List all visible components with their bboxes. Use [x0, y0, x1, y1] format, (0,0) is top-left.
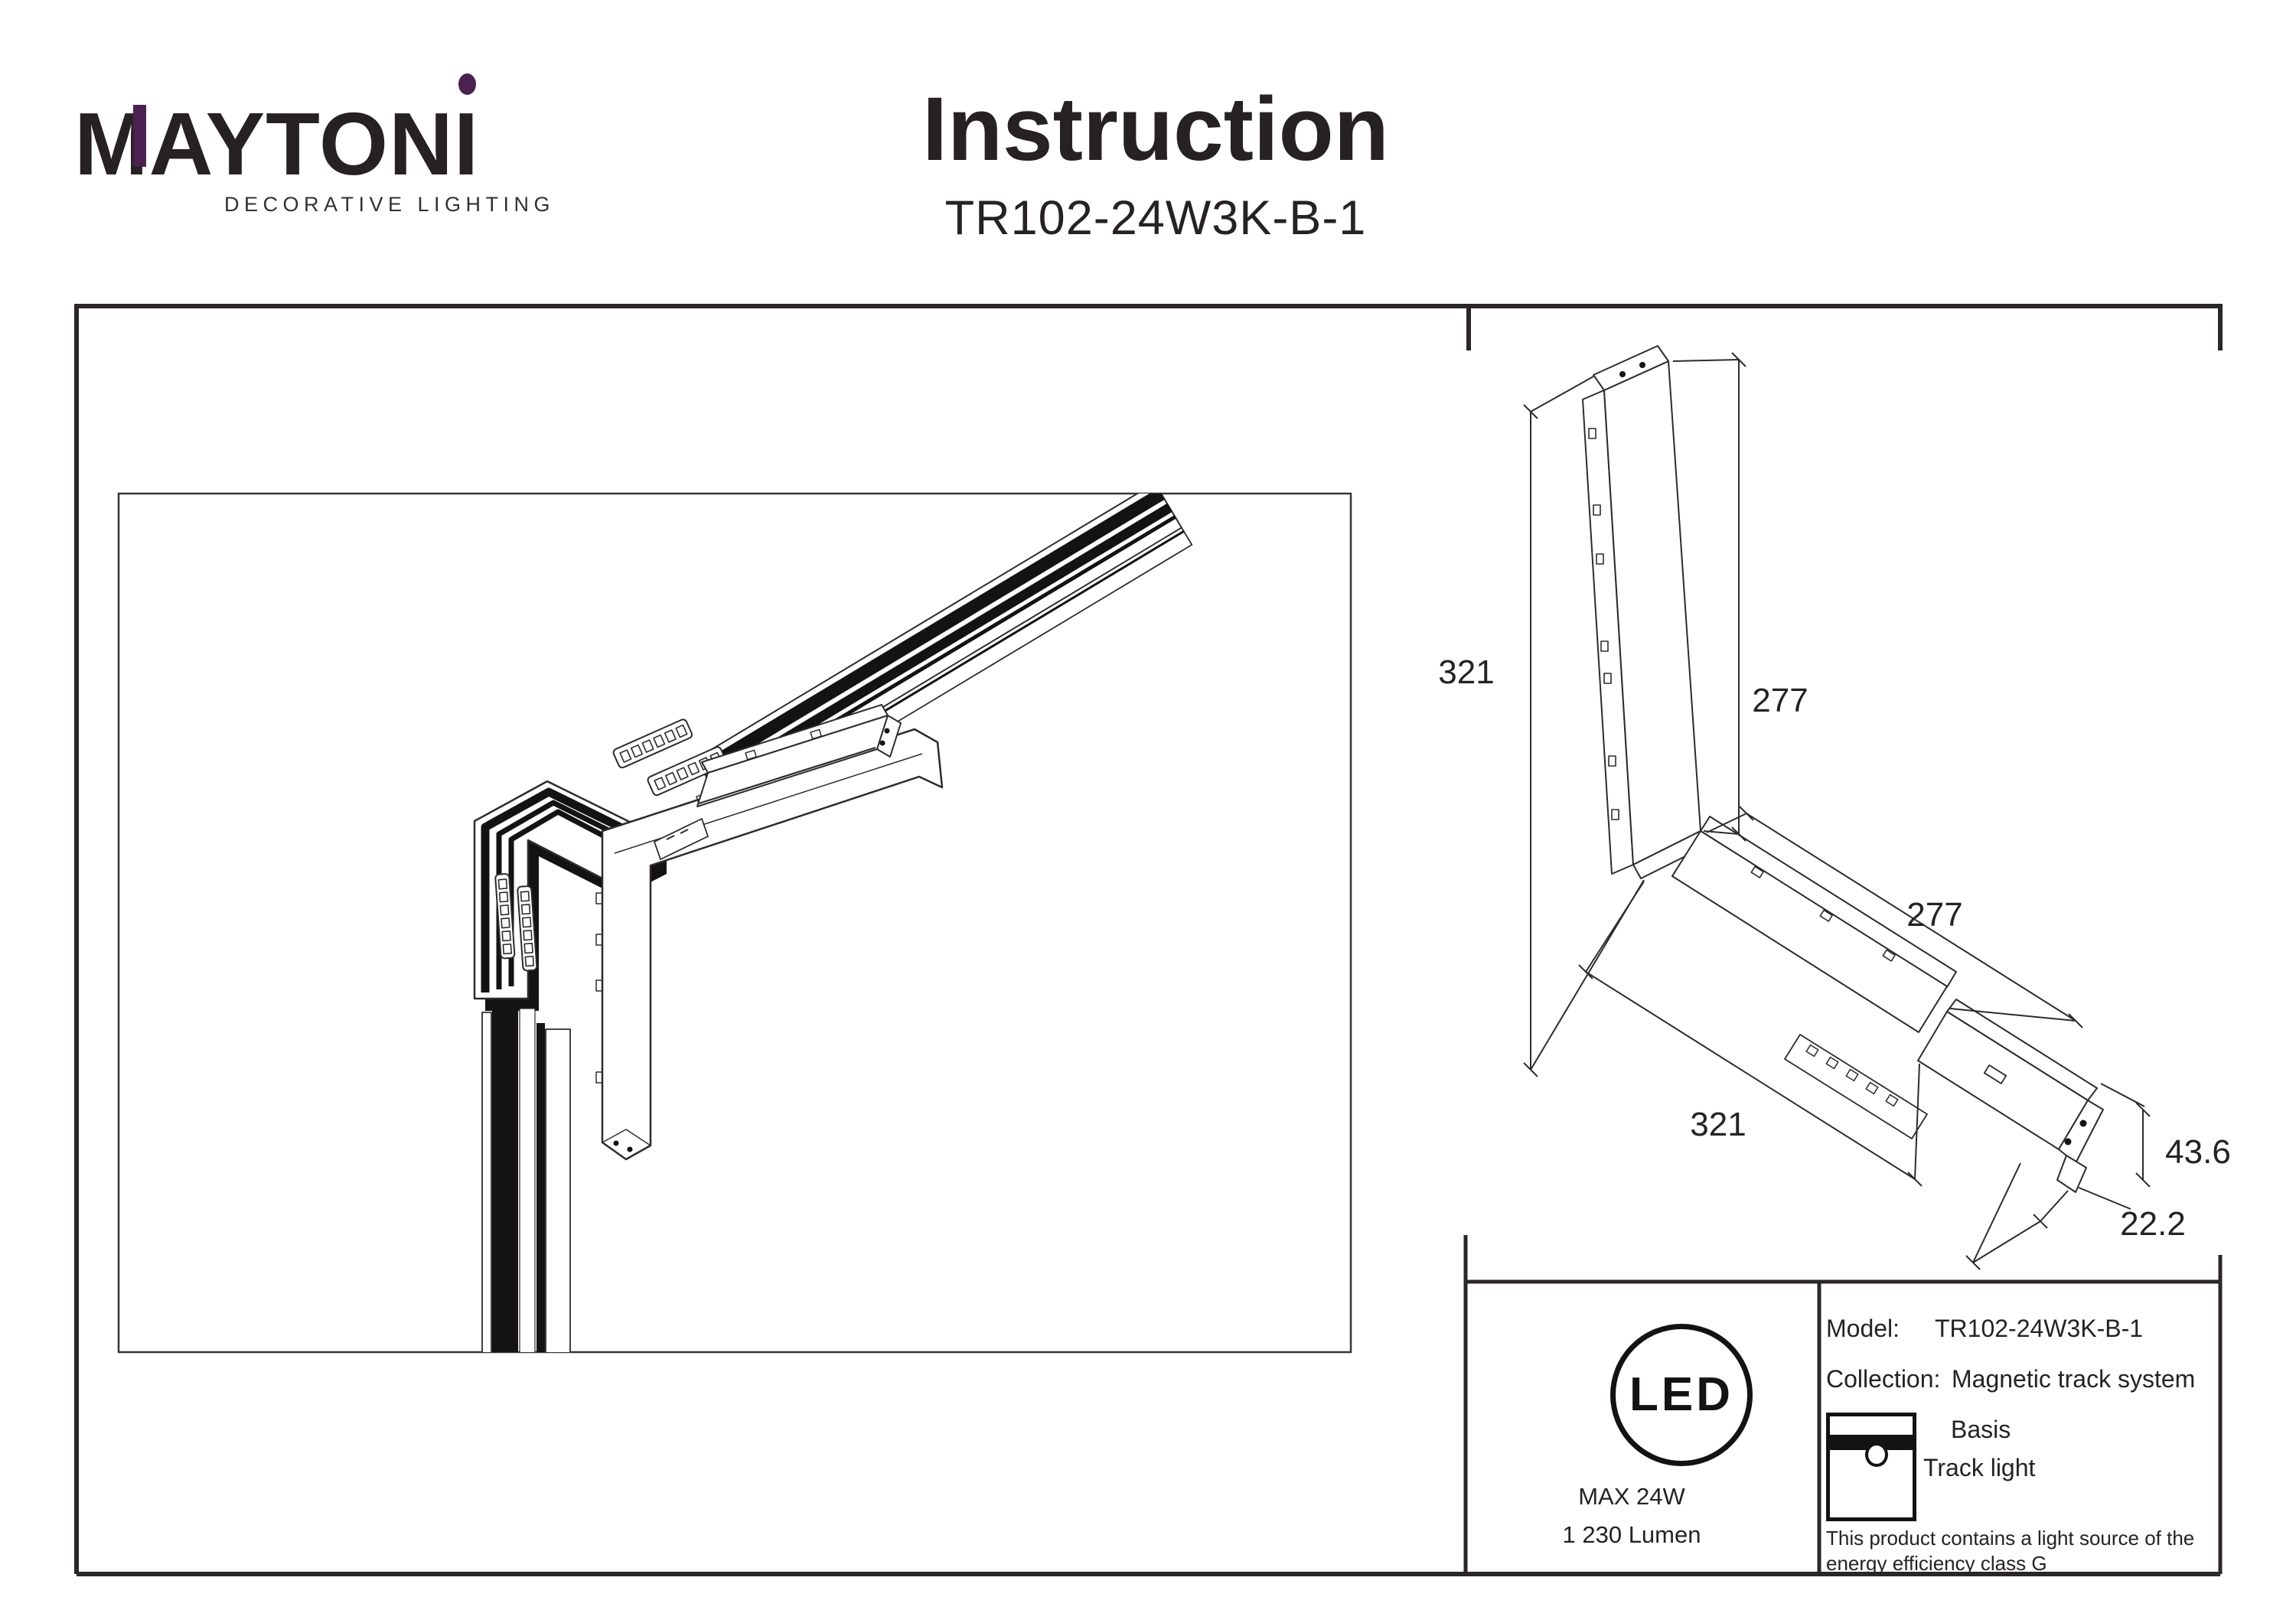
- connector-strip-left-1: [494, 873, 516, 960]
- spec-model-value: TR102-24W3K-B-1: [1935, 1315, 2144, 1342]
- connector-strip-upper-1: [612, 719, 693, 769]
- brand-tagline: DECORATIVE LIGHTING: [223, 193, 555, 216]
- dimensioned-drawing: 321 277 277 321 43.6 22.2: [1438, 345, 2231, 1270]
- dim-label-horizontal-outer: 321: [1690, 1106, 1746, 1143]
- document-title-block: Instruction TR102-24W3K-B-1: [842, 84, 1469, 243]
- led-badge-label: LED: [1629, 1368, 1733, 1421]
- dim-track-light-module: [1917, 999, 2104, 1193]
- track-light-module: [654, 704, 902, 860]
- spec-collection-line2: Basis: [1951, 1416, 2011, 1443]
- spec-collection-label: Collection:: [1826, 1365, 1941, 1393]
- track-light-icon: [1826, 1413, 1916, 1521]
- dim-track-vertical-arm: [1582, 345, 1701, 875]
- spec-icon-label: Track light: [1923, 1454, 2036, 1481]
- model-subtitle: TR102-24W3K-B-1: [944, 191, 1367, 245]
- brand-letter-i: I: [454, 73, 479, 188]
- dimension-lines: [1523, 352, 2151, 1270]
- track-profile-vertical: [481, 1001, 571, 1352]
- sheet-frame: [74, 304, 2223, 1576]
- brand-letters-mid: AYTON: [148, 94, 454, 194]
- exploded-view-box: [117, 492, 1352, 1354]
- brand-i-purple-dot: [458, 73, 476, 95]
- luminous-flux-text: 1 230 Lumen: [1562, 1521, 1701, 1548]
- brand-letter-m: M: [74, 94, 149, 194]
- energy-class-note: This product contains a light source of …: [1826, 1527, 2195, 1576]
- dim-label-vertical-inner: 277: [1752, 682, 1808, 719]
- dim-label-module-width: 22.2: [2120, 1205, 2186, 1243]
- exploded-view-drawing: [473, 494, 1193, 1352]
- track-light-icon-rail: [1829, 1435, 1913, 1450]
- dim-label-vertical-outer: 321: [1438, 653, 1494, 691]
- spec-collection-value: Magnetic track system: [1952, 1365, 2196, 1393]
- page-title: Instruction: [922, 79, 1389, 180]
- brand-m-purple-stroke: [132, 105, 146, 167]
- led-badge: LED: [1610, 1324, 1753, 1466]
- connector-strip-left-2: [517, 885, 538, 972]
- dim-track-horizontal-arm: [1632, 816, 1957, 1139]
- dim-label-module-height: 43.6: [2165, 1133, 2231, 1171]
- max-power-text: MAX 24W: [1578, 1483, 1685, 1510]
- dim-label-horizontal-inner: 277: [1906, 896, 1962, 934]
- track-light-icon-spot: [1865, 1442, 1888, 1467]
- spec-model-label: Model:: [1826, 1315, 1900, 1342]
